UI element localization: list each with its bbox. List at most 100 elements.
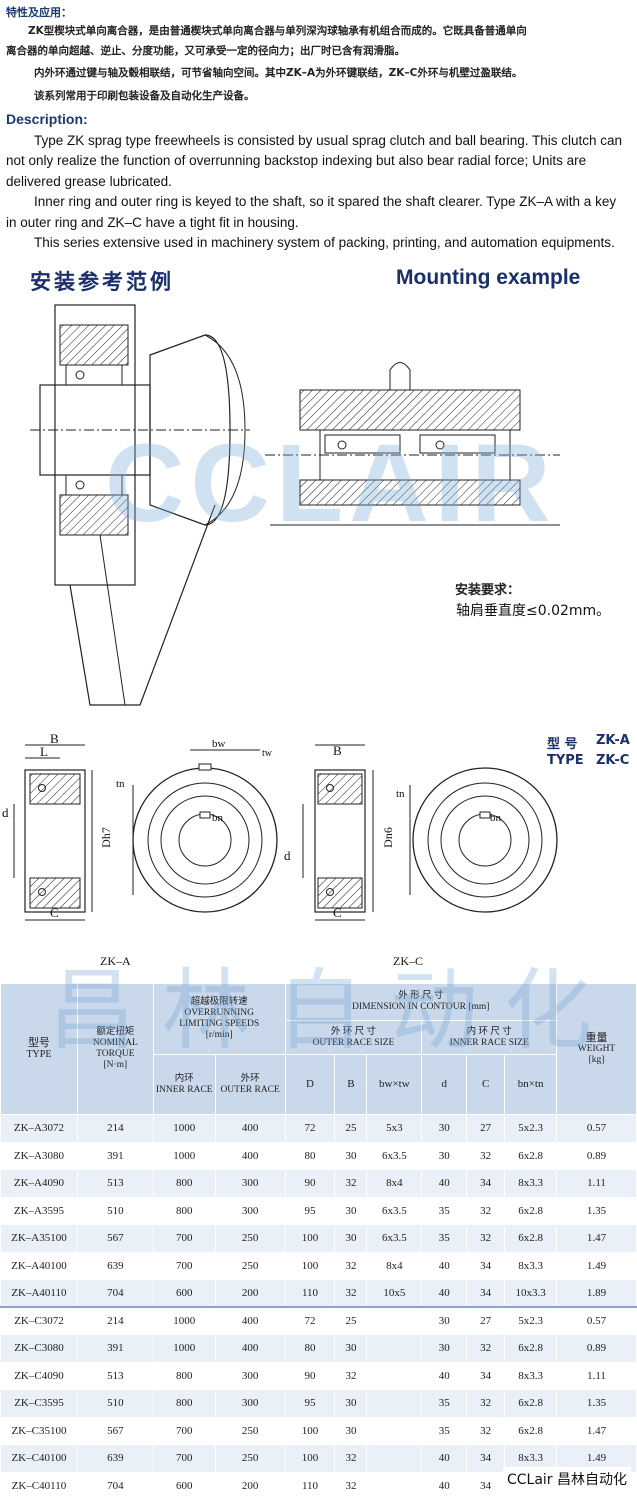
- table-cell: 6x3.5: [366, 1224, 423, 1253]
- table-cell: 32: [466, 1416, 506, 1445]
- table-cell: [366, 1306, 423, 1335]
- type-zk-a: ZK-A: [596, 733, 630, 748]
- header-weight: 重量 WEIGHT [kg]: [556, 983, 637, 1115]
- table-cell: 110: [284, 1279, 336, 1308]
- table-cell: 8x3.3: [504, 1169, 558, 1198]
- features-line-1: ZK型楔块式单向离合器，是由普通楔块式单向离合器与单列深沟球轴承有机组合而成的。…: [28, 25, 527, 37]
- table-cell: 25: [334, 1114, 368, 1143]
- table-cell: 32: [334, 1444, 368, 1473]
- type-zh-label: 型 号: [547, 737, 578, 752]
- header-inner-size-zh: 内 环 尺 寸: [466, 1026, 512, 1037]
- header-speed: 超越极限转速 OVERRUNNING LIMITING SPEEDS [r/mi…: [152, 983, 286, 1055]
- table-cell: 35: [421, 1196, 468, 1225]
- table-cell: 10x3.3: [504, 1279, 558, 1308]
- label-d-a: d: [2, 805, 9, 820]
- table-cell: ZK–C3595: [0, 1389, 78, 1418]
- table-cell: 80: [284, 1334, 336, 1363]
- table-cell: 6x2.8: [504, 1334, 558, 1363]
- table-cell: ZK–A3595: [0, 1196, 78, 1225]
- table-cell: 32: [334, 1251, 368, 1280]
- table-cell: 214: [76, 1114, 154, 1143]
- table-cell: 400: [214, 1141, 286, 1170]
- label-L: L: [40, 744, 48, 759]
- label-bw: bw: [212, 738, 226, 750]
- spec-table: 型号 TYPE 额定扭矩 NOMINAL TORQUE [N·m] 超越极限转速…: [0, 983, 637, 1500]
- table-cell: 800: [152, 1196, 216, 1225]
- table-cell: ZK–A3080: [0, 1141, 78, 1170]
- table-cell: [366, 1471, 423, 1500]
- watermark-top: CCLAIR: [105, 422, 557, 545]
- table-cell: ZK–A3072: [0, 1114, 78, 1143]
- header-outer-race-zh: 外环: [240, 1073, 260, 1084]
- table-cell: 32: [466, 1389, 506, 1418]
- label-tn-a: tn: [116, 778, 125, 790]
- table-cell: ZK–C4090: [0, 1361, 78, 1390]
- table-cell: 1000: [152, 1114, 216, 1143]
- table-cell: 400: [214, 1114, 286, 1143]
- header-bw-tw: bw×tw: [366, 1054, 423, 1115]
- header-speed-zh: 超越极限转速: [190, 997, 248, 1007]
- header-weight-unit: [kg]: [588, 1054, 605, 1065]
- label-Dn6: Dn6: [380, 827, 395, 848]
- table-cell: 391: [76, 1334, 154, 1363]
- zk-c-side-view: [302, 744, 374, 921]
- table-cell: 30: [334, 1416, 368, 1445]
- table-cell: 1.47: [556, 1224, 637, 1253]
- header-outer-size-zh: 外 环 尺 寸: [330, 1026, 377, 1037]
- table-cell: 1.35: [556, 1389, 637, 1418]
- header-torque-en1: NOMINAL: [92, 1038, 138, 1048]
- table-cell: ZK–A40100: [0, 1251, 78, 1280]
- table-cell: 30: [421, 1114, 468, 1143]
- description-line-3: delivered grease lubricated.: [6, 174, 172, 189]
- header-torque-zh: 额定扭矩: [96, 1027, 135, 1037]
- header-d: d: [421, 1054, 468, 1115]
- table-cell: 0.57: [556, 1306, 637, 1335]
- table-cell: 8x3.3: [504, 1361, 558, 1390]
- table-cell: 72: [284, 1114, 336, 1143]
- header-speed-en1: OVERRUNNING: [184, 1008, 255, 1018]
- table-cell: 1000: [152, 1334, 216, 1363]
- table-cell: 27: [466, 1114, 506, 1143]
- table-cell: 800: [152, 1361, 216, 1390]
- watermark-bottom: 昌林自动化: [48, 961, 619, 1060]
- table-cell: 600: [152, 1471, 216, 1500]
- table-cell: 700: [152, 1444, 216, 1473]
- table-cell: 700: [152, 1416, 216, 1445]
- table-cell: 1000: [152, 1141, 216, 1170]
- table-cell: 95: [284, 1389, 336, 1418]
- table-cell: 700: [152, 1251, 216, 1280]
- table-cell: 40: [421, 1169, 468, 1198]
- caption-zk-c: ZK–C: [393, 954, 423, 968]
- header-speed-en2: LIMITING SPEEDS: [179, 1019, 260, 1029]
- header-outer-size-en: OUTER RACE SIZE: [312, 1037, 395, 1048]
- table-cell: 1.11: [556, 1169, 637, 1198]
- table-cell: 8x4: [366, 1169, 423, 1198]
- table-cell: 34: [466, 1169, 506, 1198]
- table-cell: 300: [214, 1196, 286, 1225]
- label-bn-a: bn: [212, 812, 223, 824]
- table-cell: 391: [76, 1141, 154, 1170]
- table-cell: 90: [284, 1361, 336, 1390]
- table-cell: 40: [421, 1279, 468, 1308]
- table-cell: 567: [76, 1416, 154, 1445]
- table-cell: 1.47: [556, 1416, 637, 1445]
- table-cell: 6x2.8: [504, 1224, 558, 1253]
- table-cell: 1.49: [556, 1251, 637, 1280]
- features-line-4: 该系列常用于印刷包装设备及自动化生产设备。: [34, 90, 255, 102]
- table-cell: 30: [334, 1389, 368, 1418]
- table-cell: 25: [334, 1306, 368, 1335]
- mounting-requirement-text: 轴肩垂直度≤0.02mm。: [456, 603, 611, 619]
- table-cell: 300: [214, 1169, 286, 1198]
- type-en-label: TYPE: [547, 753, 584, 768]
- zk-c-front-view: [409, 767, 558, 913]
- table-cell: ZK–A40110: [0, 1279, 78, 1308]
- table-cell: 510: [76, 1196, 154, 1225]
- features-line-3: 内外环通过键与轴及毂相联结，可节省轴向空间。其中ZK–A为外环键联结，ZK–C外…: [34, 67, 523, 79]
- label-Dh7: Dh7: [98, 827, 113, 848]
- table-cell: [366, 1389, 423, 1418]
